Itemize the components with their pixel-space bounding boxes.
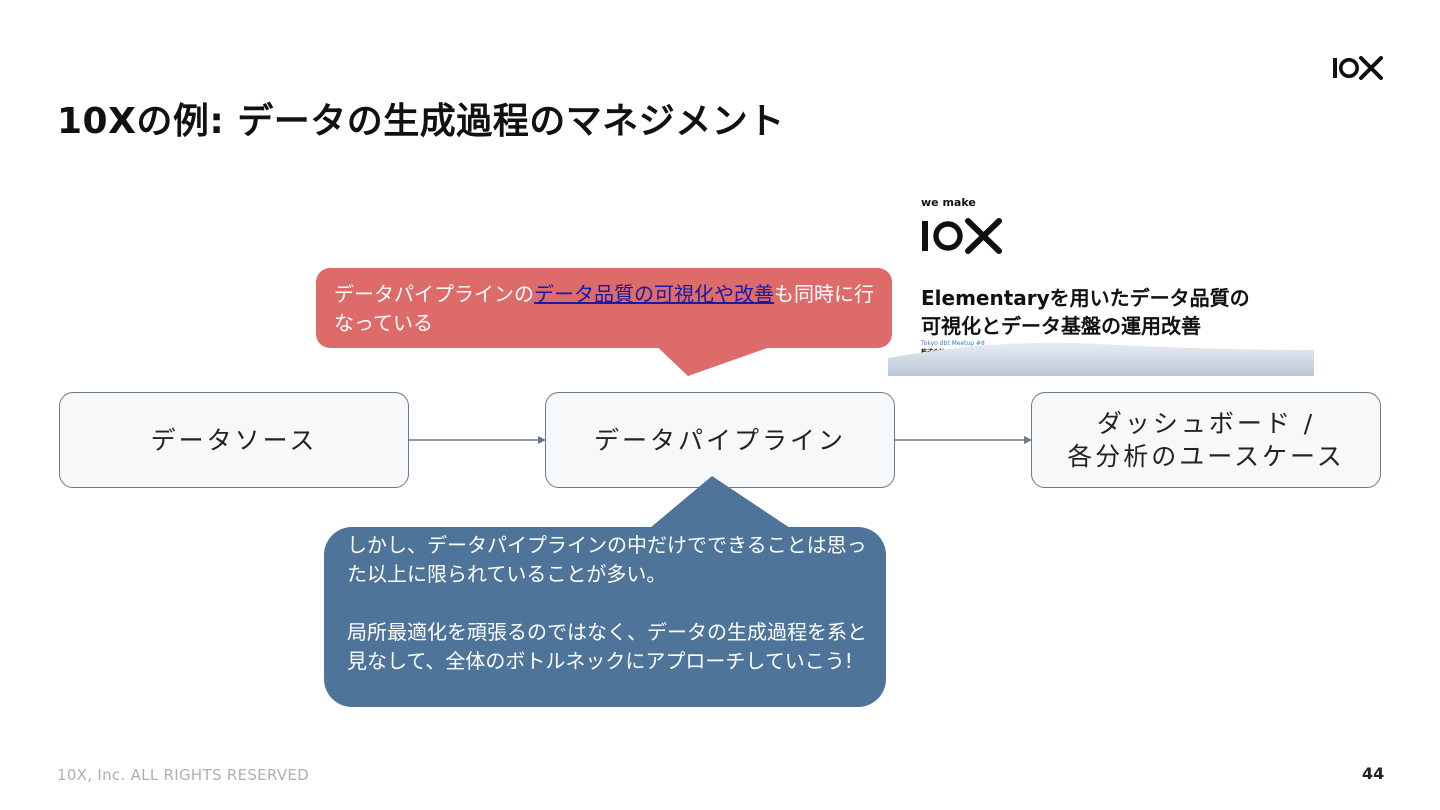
- flow-box-data-pipeline: データパイプライン: [545, 392, 895, 488]
- callout-top-text-before: データパイプラインの: [334, 282, 534, 306]
- 10x-logo-icon: [1333, 56, 1383, 80]
- callout-top-text: データパイプラインのデータ品質の可視化や改善も同時に行なっている: [334, 280, 879, 338]
- callout-top-text-after: も同時に行なっている: [334, 282, 874, 335]
- flow-box-label-line2: 各分析のユースケース: [1067, 442, 1345, 471]
- 10x-logo-icon: [922, 218, 1002, 254]
- callout-bottom-pointer: [650, 476, 790, 528]
- callout-bottom-text: しかし、データパイプラインの中だけでできることは思った以上に限られていることが多…: [347, 531, 872, 676]
- data-quality-link[interactable]: データ品質の可視化や改善: [534, 282, 774, 306]
- thumbnail-wave-graphic: [888, 342, 1314, 376]
- callout-top: [316, 268, 892, 348]
- thumbnail-event: Tokyo dbt Meetup #8: [921, 340, 985, 347]
- slide-title: 10Xの例: データの生成過程のマネジメント: [57, 101, 785, 142]
- callout-top-pointer: [650, 340, 790, 376]
- callout-bottom: [324, 527, 886, 707]
- flow-box-label: データパイプライン: [593, 425, 846, 455]
- page-number: 44: [1362, 764, 1385, 783]
- flow-box-data-source: データソース: [59, 392, 409, 488]
- footer-copyright: 10X, Inc. ALL RIGHTS RESERVED: [57, 766, 310, 784]
- callout-bottom-paragraph1: しかし、データパイプラインの中だけでできることは思った以上に限られていることが多…: [347, 533, 867, 586]
- thumbnail-title-line1: Elementaryを用いたデータ品質の: [921, 286, 1250, 310]
- thumbnail-we-make: we make: [921, 196, 976, 209]
- flow-box-label: データソース: [150, 425, 318, 455]
- flow-box-label-line1: ダッシュボード /: [1096, 409, 1316, 438]
- flow-box-dashboard: ダッシュボード / 各分析のユースケース: [1031, 392, 1381, 488]
- thumbnail-title-line2: 可視化とデータ基盤の運用改善: [921, 314, 1201, 338]
- callout-bottom-paragraph2: 局所最適化を頑張るのではなく、データの生成過程を系と見なして、全体のボトルネック…: [347, 620, 867, 673]
- talk-thumbnail: we make Elementaryを用いたデータ品質の 可視化とデータ基盤の運…: [888, 188, 1314, 376]
